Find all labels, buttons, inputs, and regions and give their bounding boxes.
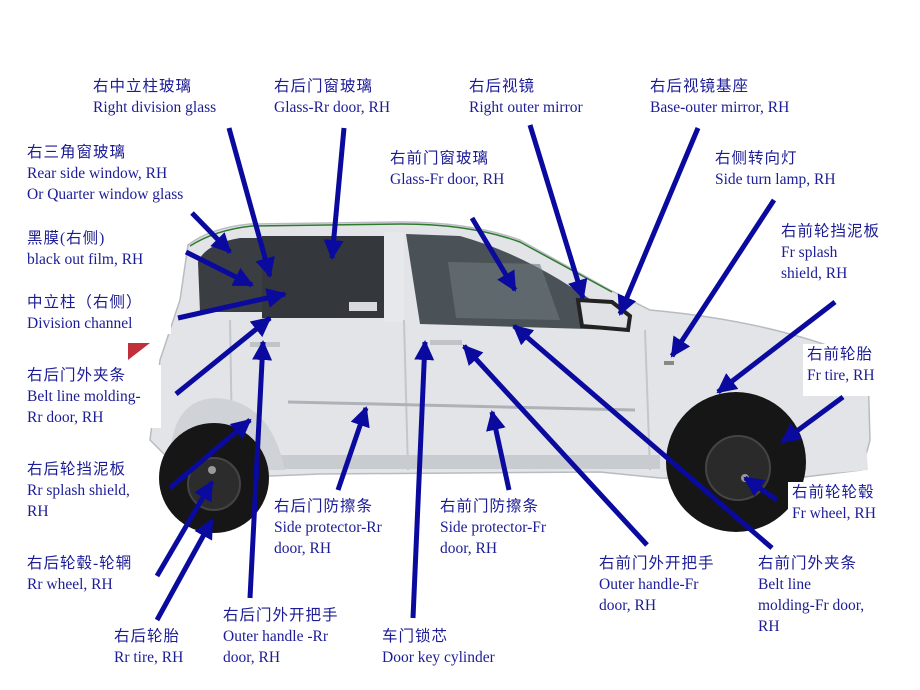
label-en: Side protector-Fr	[440, 519, 547, 536]
label-zh: 右后门窗玻璃	[274, 78, 374, 95]
label-zh: 右后轮毂-轮辋	[27, 555, 133, 572]
label-rr-wheel: 右后轮毂-轮辋 Rr wheel, RH	[27, 553, 133, 595]
label-en: Rear side window, RH	[27, 165, 168, 182]
label-rr-splash-shield: 右后轮挡泥板 Rr splash shield, RH	[27, 459, 130, 522]
label-zh: 右后门外夹条	[27, 367, 127, 384]
label-zh: 右侧转向灯	[715, 150, 798, 167]
label-en: RH	[27, 503, 49, 520]
label-zh: 右三角窗玻璃	[27, 144, 127, 161]
label-right-division-glass: 右中立柱玻璃 Right division glass	[93, 76, 217, 118]
label-en: Glass-Rr door, RH	[274, 99, 391, 116]
label-en: Belt line molding-	[27, 388, 141, 405]
label-zh: 右中立柱玻璃	[93, 78, 193, 95]
rear-door-handle	[250, 342, 280, 347]
rocker-panel	[270, 455, 660, 469]
door-seam-mid	[403, 319, 409, 471]
rear-wheel-hub	[208, 466, 216, 474]
label-zh: 右前门窗玻璃	[390, 150, 490, 167]
label-en: shield, RH	[781, 265, 848, 282]
label-en: Side turn lamp, RH	[715, 171, 836, 188]
label-en: Rr splash shield,	[27, 482, 130, 499]
label-rr-tire: 右后轮胎 Rr tire, RH	[114, 626, 184, 668]
label-fr-splash-shield: 右前轮挡泥板 Fr splash shield, RH	[781, 221, 881, 284]
tail-light	[128, 343, 150, 360]
label-side-protector-fr: 右前门防擦条 Side protector-Fr door, RH	[440, 496, 547, 559]
label-zh: 右后视镜基座	[650, 78, 750, 95]
label-en: Outer handle-Fr	[599, 576, 699, 593]
label-en: Or Quarter window glass	[27, 186, 184, 203]
label-zh: 黑膜(右侧)	[27, 230, 106, 247]
label-rear-side-window: 右三角窗玻璃 Rear side window, RH Or Quarter w…	[27, 142, 184, 205]
label-black-out-film: 黑膜(右侧) black out film, RH	[27, 228, 144, 270]
rear-wheel-rim	[187, 457, 241, 511]
label-zh: 中立柱（右侧）	[27, 294, 143, 311]
label-en: door, RH	[599, 597, 657, 614]
b-pillar	[384, 232, 404, 322]
label-en: Fr tire, RH	[807, 367, 875, 384]
label-outer-handle-fr: 右前门外开把手 Outer handle-Fr door, RH	[599, 553, 715, 616]
label-en: Side protector-Rr	[274, 519, 382, 536]
label-zh: 右前门防擦条	[440, 498, 540, 515]
label-zh: 右后门防擦条	[274, 498, 374, 515]
outer-mirror	[575, 297, 633, 333]
label-belt-line-molding-rr: 右后门外夹条 Belt line molding- Rr door, RH	[27, 365, 161, 428]
label-en: Rr tire, RH	[114, 649, 184, 666]
label-en: Base-outer mirror, RH	[650, 99, 790, 116]
label-zh: 右前轮胎	[807, 346, 874, 363]
label-zh: 右前门外开把手	[599, 555, 715, 572]
label-en: Right outer mirror	[469, 99, 583, 116]
label-outer-handle-rr: 右后门外开把手 Outer handle -Rr door, RH	[223, 605, 339, 668]
label-en: door, RH	[223, 649, 281, 666]
label-zh: 车门锁芯	[382, 628, 449, 645]
label-en: Glass-Fr door, RH	[390, 171, 505, 188]
label-en: Fr wheel, RH	[792, 505, 876, 522]
label-fr-tire: 右前轮胎 Fr tire, RH	[803, 344, 881, 396]
label-en: Division channel	[27, 315, 133, 332]
label-en: Fr splash	[781, 244, 838, 261]
label-zh: 右后视镜	[469, 78, 536, 95]
label-side-turn-lamp: 右侧转向灯 Side turn lamp, RH	[715, 148, 836, 190]
label-en: Rr door, RH	[27, 409, 104, 426]
label-zh: 右后轮挡泥板	[27, 461, 127, 478]
front-wheel-hub	[741, 474, 749, 482]
label-zh: 右后门外开把手	[223, 607, 339, 624]
front-door-handle	[430, 340, 462, 345]
label-en: black out film, RH	[27, 251, 144, 268]
window-sticker	[349, 302, 377, 311]
label-en: door, RH	[274, 540, 332, 557]
label-zh: 右前轮挡泥板	[781, 223, 881, 240]
label-en: Rr wheel, RH	[27, 576, 113, 593]
label-belt-line-molding-fr: 右前门外夹条 Belt line molding-Fr door, RH	[758, 553, 865, 637]
label-glass-fr-door: 右前门窗玻璃 Glass-Fr door, RH	[390, 148, 505, 190]
label-glass-rr-door: 右后门窗玻璃 Glass-Rr door, RH	[274, 76, 391, 118]
label-en: Outer handle -Rr	[223, 628, 329, 645]
label-door-key-cylinder: 车门锁芯 Door key cylinder	[382, 626, 495, 668]
label-en: RH	[758, 618, 780, 635]
label-en: Right division glass	[93, 99, 217, 116]
label-zh: 右前轮轮毂	[792, 484, 875, 501]
label-zh: 右后轮胎	[114, 628, 181, 645]
label-en: Door key cylinder	[382, 649, 495, 666]
front-wheel-rim	[705, 435, 771, 501]
label-right-outer-mirror: 右后视镜 Right outer mirror	[469, 76, 583, 118]
label-base-outer-mirror: 右后视镜基座 Base-outer mirror, RH	[650, 76, 790, 118]
label-fr-wheel: 右前轮轮毂 Fr wheel, RH	[788, 482, 882, 524]
label-division-channel: 中立柱（右侧） Division channel	[27, 292, 171, 334]
side-turn-lamp	[664, 361, 674, 365]
label-side-protector-rr: 右后门防擦条 Side protector-Rr door, RH	[274, 496, 382, 559]
label-zh: 右前门外夹条	[758, 555, 858, 572]
label-en: molding-Fr door,	[758, 597, 865, 614]
label-en: Belt line	[758, 576, 811, 593]
label-en: door, RH	[440, 540, 498, 557]
